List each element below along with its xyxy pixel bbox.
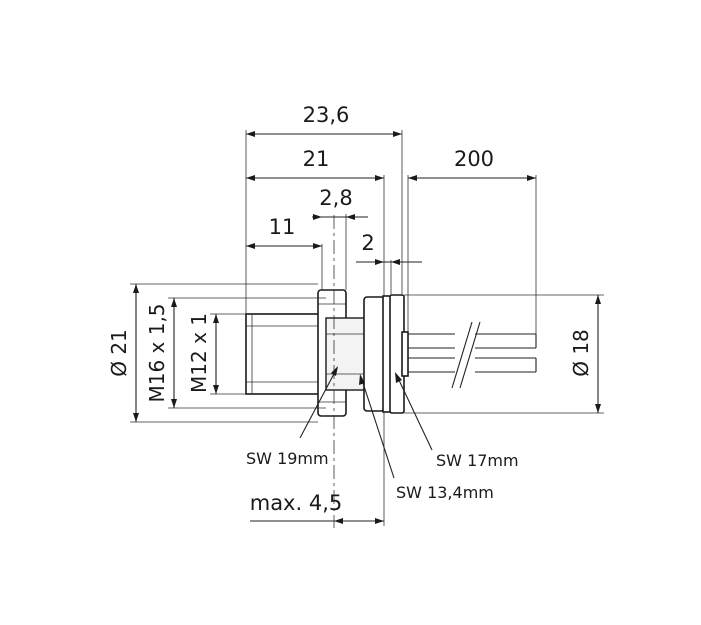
dim-nut-thickness: 2,8 <box>319 186 352 210</box>
dim-body-length: 21 <box>303 147 330 171</box>
callout-sw17: SW 17mm <box>436 451 519 470</box>
dim-dia-cable: Ø 18 <box>569 329 593 377</box>
dim-gasket-thickness: 2 <box>361 231 374 255</box>
m12-thread-sleeve <box>245 313 323 395</box>
connector-body <box>245 289 409 417</box>
callout-sw19: SW 19mm <box>246 449 329 468</box>
dim-dia-flange: Ø 21 <box>107 329 131 377</box>
callout-sw13-4: SW 13,4mm <box>396 483 494 502</box>
cable-leads <box>408 316 537 392</box>
dim-max-panel: max. 4,5 <box>250 491 343 515</box>
break-mark <box>459 321 481 389</box>
callout-leaders <box>299 366 433 479</box>
break-mark <box>451 321 473 389</box>
dim-thread-m16: M16 x 1,5 <box>145 303 169 402</box>
dim-cable-length: 200 <box>454 147 494 171</box>
rear-stub <box>401 331 409 377</box>
dim-thread-m12: M12 x 1 <box>187 313 211 393</box>
dimension-lines <box>130 130 604 526</box>
dim-overall-length: 23,6 <box>303 103 350 127</box>
dim-thread-length: 11 <box>269 215 296 239</box>
